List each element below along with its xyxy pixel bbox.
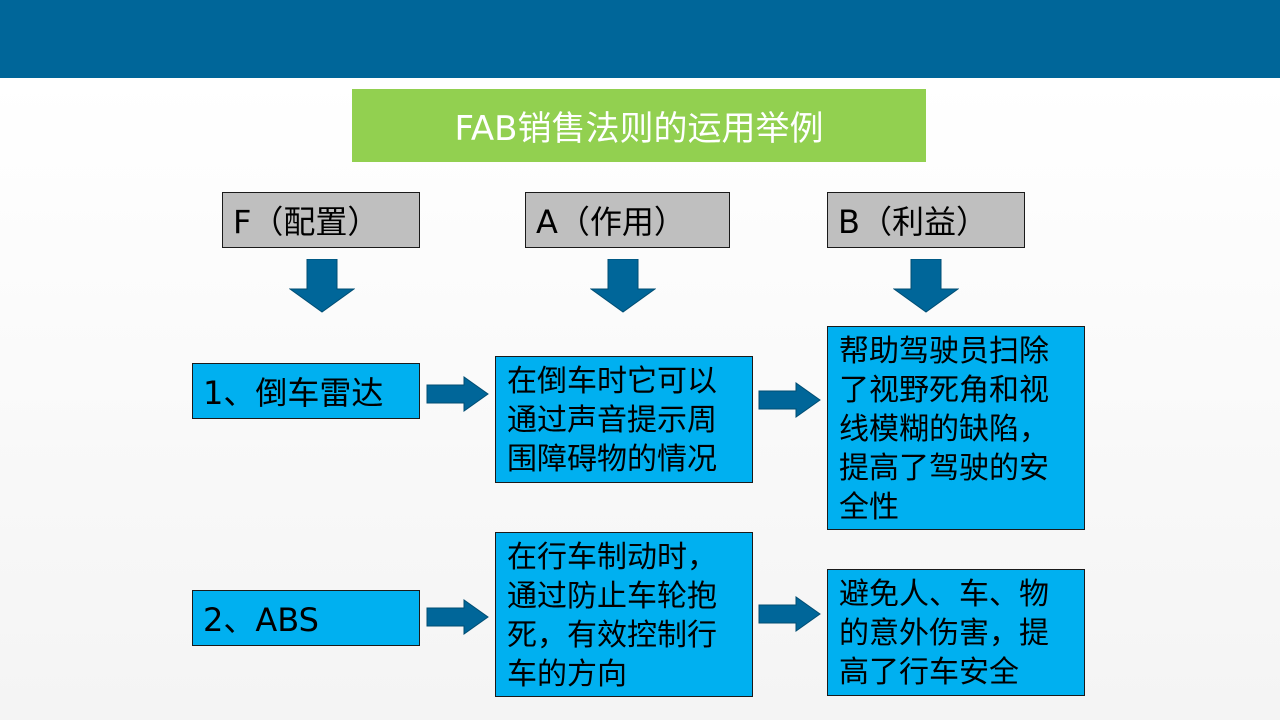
arrow-down-icon	[289, 259, 355, 313]
header-benefit: B（利益）	[827, 192, 1025, 248]
arrow-down-icon	[893, 259, 959, 313]
feature-abs: 2、ABS	[192, 590, 420, 646]
feature-reverse-radar: 1、倒车雷达	[192, 363, 420, 419]
arrow-right-icon	[426, 376, 489, 412]
slide-title: FAB销售法则的运用举例	[352, 89, 926, 162]
arrow-right-icon	[758, 596, 821, 632]
advantage-abs: 在行车制动时， 通过防止车轮抱 死，有效控制行 车的方向	[495, 532, 753, 697]
arrow-right-icon	[758, 382, 821, 418]
benefit-abs: 避免人、车、物 的意外伤害，提 高了行车安全	[827, 569, 1085, 696]
header-feature: F（配置）	[222, 192, 420, 248]
top-banner	[0, 0, 1280, 78]
benefit-reverse-radar: 帮助驾驶员扫除 了视野死角和视 线模糊的缺陷， 提高了驾驶的安 全性	[827, 326, 1085, 530]
arrow-down-icon	[590, 259, 656, 313]
advantage-reverse-radar: 在倒车时它可以 通过声音提示周 围障碍物的情况	[495, 356, 753, 483]
header-advantage: A（作用）	[525, 192, 730, 248]
arrow-right-icon	[426, 599, 489, 635]
